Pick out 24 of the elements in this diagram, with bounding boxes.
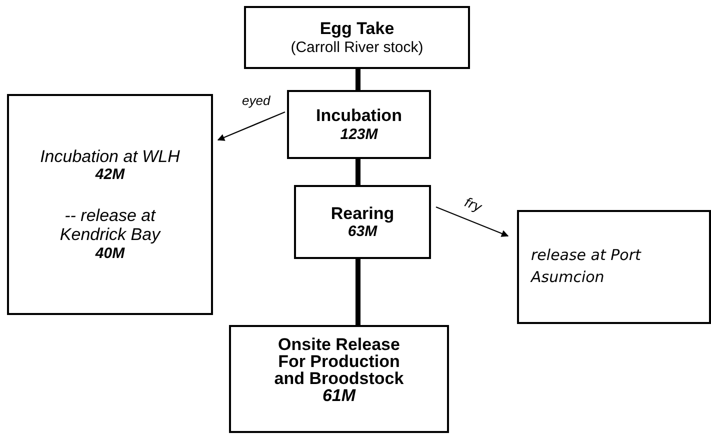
process-subtitle: (Carroll River stock): [290, 38, 424, 56]
count-value: 63M: [348, 223, 378, 240]
release-note: -- release at Kendrick Bay: [58, 206, 162, 245]
process-title: Incubation: [316, 106, 402, 126]
process-box: [244, 6, 470, 69]
count-value: 42M: [95, 166, 125, 184]
process-box: [517, 210, 711, 324]
connector-line: [356, 259, 360, 325]
arrow: [436, 206, 509, 237]
process-title: Rearing: [330, 204, 394, 224]
connector-line: [356, 159, 360, 185]
release-note: release at Port Asumcion: [529, 245, 642, 288]
count-value: 40M: [95, 244, 125, 262]
connector-line: [356, 69, 360, 90]
count-value: 123M: [340, 126, 378, 143]
process-box: [294, 185, 431, 259]
process-box: [7, 94, 213, 315]
process-title: Incubation at WLH: [40, 146, 180, 166]
process-title: Egg Take: [320, 19, 394, 39]
process-box: [287, 90, 431, 159]
process-box: [229, 325, 449, 433]
arrow: [217, 111, 286, 141]
edge-label: eyed: [241, 94, 272, 107]
process-title: Onsite Release For Production and Broodstock 61M: [273, 336, 405, 404]
